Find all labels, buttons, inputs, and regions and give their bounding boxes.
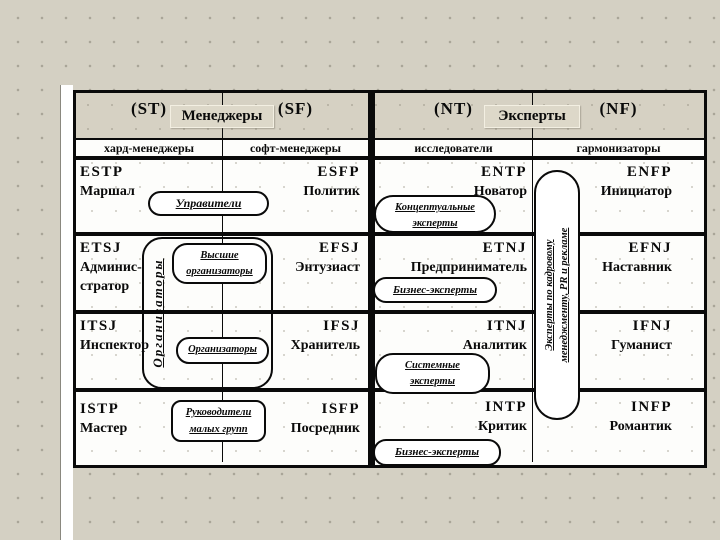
row-divider-2: [76, 310, 704, 314]
top-organizers-line1: Высшие: [200, 250, 239, 261]
type-cell-itsj: ITSJ Инспектор: [80, 317, 220, 355]
type-role-infp: Романтик: [609, 419, 672, 434]
top-organizers-oval: Высшие организаторы: [172, 243, 267, 284]
type-role-intp: Критик: [477, 419, 527, 434]
row-divider-header: [76, 156, 704, 160]
hr-experts-label-line1: Эксперты по кадровому: [544, 239, 555, 351]
system-experts-line1: Системные: [405, 360, 460, 371]
type-role-ifnj: Гуманист: [611, 338, 672, 353]
type-code-itsj: ITSJ: [80, 318, 118, 334]
type-code-enfp: ENFP: [626, 164, 672, 180]
type-cell-estp: ESTP Маршал: [80, 163, 220, 201]
type-cell-etsj: ETSJ Админис- стратор: [80, 239, 220, 296]
experts-title: Эксперты: [484, 105, 580, 128]
managers-title: Менеджеры: [170, 105, 274, 128]
col-divider-nt-nf: [532, 93, 533, 462]
type-role-isfp: Посредник: [290, 421, 360, 436]
type-code-intp: INTP: [485, 399, 527, 415]
type-role-ifsj: Хранитель: [290, 338, 360, 353]
type-cell-efnj: EFNJ Наставник: [535, 239, 672, 277]
type-role-enfp: Инициатор: [600, 184, 672, 199]
quadrant-tag-sf: (SF): [277, 99, 314, 118]
half-divider: [368, 90, 375, 468]
subheader-researchers: исследователи: [414, 141, 493, 155]
type-code-infp: INFP: [631, 399, 672, 415]
organizers-oval: Организаторы: [176, 337, 269, 364]
type-role-itsj: Инспектор: [80, 338, 149, 353]
system-experts-oval: Системные эксперты: [375, 353, 490, 394]
type-cell-enfp: ENFP Инициатор: [535, 163, 672, 201]
type-cell-infp: INFP Романтик: [535, 398, 672, 436]
type-role-efsj: Энтузиаст: [294, 260, 360, 275]
rulers-oval: Управители: [148, 191, 269, 216]
type-code-etsj: ETSJ: [80, 240, 122, 256]
type-role-etnj: Предприниматель: [410, 260, 527, 275]
type-cell-intp: INTP Критик: [380, 398, 527, 436]
type-code-itnj: ITNJ: [486, 318, 527, 334]
left-margin-strip: [60, 85, 73, 540]
conceptual-experts-line2: эксперты: [412, 218, 458, 229]
hr-experts-label-line2: менеджменту, PR и рекламе: [559, 227, 570, 363]
type-cell-istp: ISTP Мастер: [80, 400, 220, 438]
quadrant-tag-nt: (NT): [434, 99, 473, 118]
type-code-ifsj: IFSJ: [323, 318, 360, 334]
type-code-esfp: ESFP: [317, 164, 360, 180]
type-role-esfp: Политик: [303, 184, 360, 199]
type-role-estp: Маршал: [80, 184, 135, 199]
business-experts-oval-2: Бизнес-эксперты: [373, 439, 501, 466]
type-code-entp: ENTP: [480, 164, 527, 180]
type-code-ifnj: IFNJ: [632, 318, 672, 334]
small-group-leaders-oval: Руководители малых групп: [171, 400, 266, 442]
type-cell-itnj: ITNJ Аналитик: [380, 317, 527, 355]
top-organizers-line2: организаторы: [186, 266, 253, 277]
header-band: [76, 93, 704, 140]
small-group-leaders-line1: Руководители: [185, 407, 252, 418]
quadrant-tag-st: (ST): [130, 99, 168, 118]
type-role-entp: Новатор: [473, 184, 527, 199]
type-code-efsj: EFSJ: [318, 240, 360, 256]
type-role-efnj: Наставник: [602, 260, 672, 275]
type-cell-efsj: EFSJ Энтузиаст: [225, 239, 360, 277]
type-cell-isfp: ISFP Посредник: [225, 400, 360, 438]
type-code-istp: ISTP: [80, 401, 120, 417]
type-cell-etnj: ETNJ Предприниматель: [380, 239, 527, 277]
type-cell-entp: ENTP Новатор: [380, 163, 527, 201]
system-experts-line2: эксперты: [409, 376, 455, 387]
subheader-hard-managers: хард-менеджеры: [104, 141, 194, 155]
type-code-etnj: ETNJ: [482, 240, 527, 256]
hr-experts-capsule: [534, 170, 580, 420]
organizers-frame: [142, 237, 273, 389]
type-role-etsj: Админис-: [80, 260, 142, 275]
hr-experts-label: Эксперты по кадровому менеджменту, PR и …: [542, 180, 572, 410]
type-role-itnj: Аналитик: [462, 338, 527, 353]
type-code-efnj: EFNJ: [628, 240, 672, 256]
type-cell-esfp: ESFP Политик: [225, 163, 360, 201]
small-group-leaders-line2: малых групп: [189, 424, 248, 435]
row-divider-1: [76, 232, 704, 236]
business-experts-oval-1: Бизнес-эксперты: [373, 277, 497, 303]
type-cell-ifnj: IFNJ Гуманист: [535, 317, 672, 355]
type-code-isfp: ISFP: [321, 401, 360, 417]
subheader-harmonizers: гармонизаторы: [576, 141, 661, 155]
type-cell-ifsj: IFSJ Хранитель: [225, 317, 360, 355]
type-role2-etsj: стратор: [80, 279, 130, 294]
conceptual-experts-oval: Концептуальные эксперты: [374, 195, 496, 233]
conceptual-experts-line1: Концептуальные: [395, 202, 475, 213]
subheader-soft-managers: софт-менеджеры: [249, 141, 342, 155]
quadrant-tag-nf: (NF): [599, 99, 638, 118]
type-role-istp: Мастер: [80, 421, 128, 436]
type-code-estp: ESTP: [80, 164, 124, 180]
